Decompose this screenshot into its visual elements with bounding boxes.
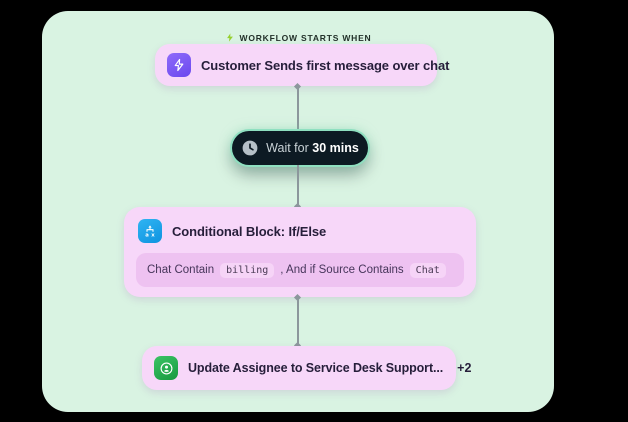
workflow-start-label: WORKFLOW STARTS WHEN bbox=[239, 32, 372, 43]
wait-duration: 30 mins bbox=[312, 141, 359, 155]
condition-summary: Chat Contain billing , And if Source Con… bbox=[136, 253, 464, 287]
conditional-node[interactable]: a x Conditional Block: If/Else Chat Cont… bbox=[124, 207, 476, 297]
connector-line bbox=[294, 293, 302, 350]
svg-text:a: a bbox=[145, 233, 149, 239]
clock-icon bbox=[242, 140, 258, 156]
wait-label: Wait for 30 mins bbox=[266, 141, 359, 155]
condition-text: , And if Source Contains bbox=[280, 264, 404, 276]
lightning-icon bbox=[167, 53, 191, 77]
workflow-panel: WORKFLOW STARTS WHEN Customer Sends firs… bbox=[42, 11, 554, 412]
agent-avatar-icon bbox=[154, 356, 178, 380]
workflow-start-header: WORKFLOW STARTS WHEN bbox=[42, 32, 554, 43]
action-node[interactable]: Update Assignee to Service Desk Support.… bbox=[142, 346, 471, 390]
action-title: Update Assignee to Service Desk Support.… bbox=[188, 361, 444, 375]
branch-icon: a x bbox=[138, 219, 162, 243]
conditional-title: Conditional Block: If/Else bbox=[172, 223, 327, 239]
condition-value-chip: billing bbox=[220, 262, 275, 278]
lightning-icon bbox=[226, 33, 233, 42]
trigger-title: Customer Sends first message over chat bbox=[201, 57, 450, 73]
connector-line bbox=[294, 82, 302, 131]
condition-text: Chat Contain bbox=[147, 264, 215, 276]
svg-text:x: x bbox=[151, 233, 155, 239]
connector-line bbox=[294, 165, 302, 211]
wait-node[interactable]: Wait for 30 mins bbox=[232, 131, 368, 165]
conditional-header: a x Conditional Block: If/Else bbox=[124, 207, 476, 243]
action-more-count: +2 bbox=[457, 361, 472, 375]
trigger-node[interactable]: Customer Sends first message over chat bbox=[155, 44, 449, 86]
condition-value-chip: Chat bbox=[409, 262, 446, 278]
